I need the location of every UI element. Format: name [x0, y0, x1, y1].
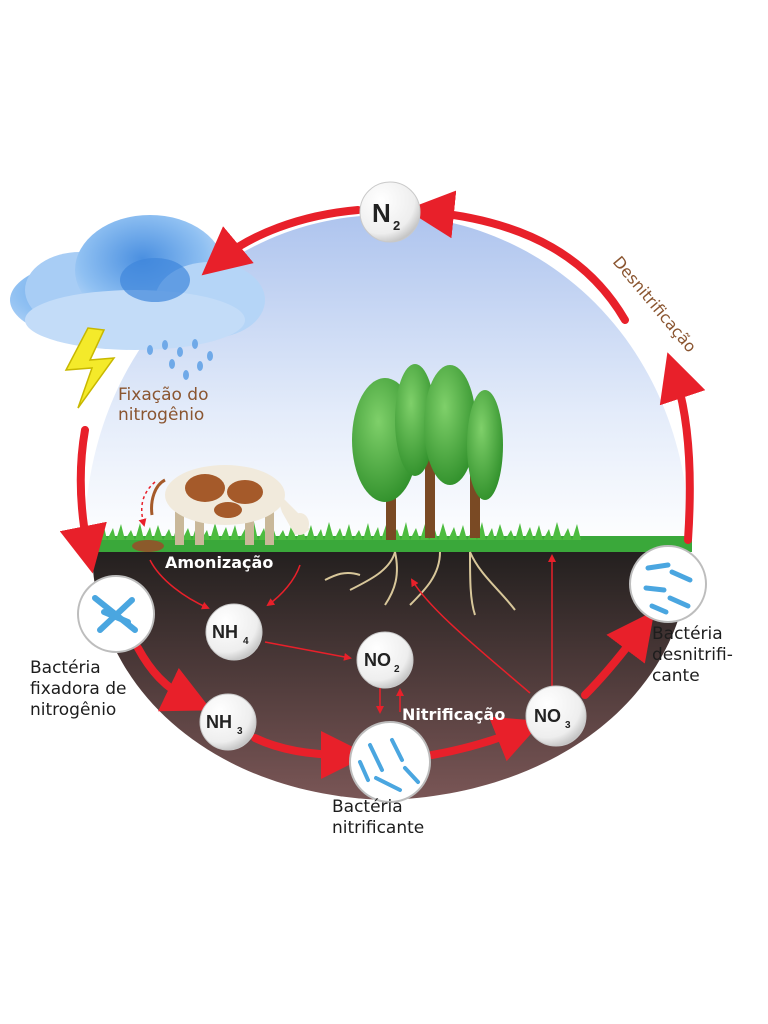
- nh4-node: NH 4: [205, 603, 263, 661]
- fixation-label-line2: nitrogênio: [118, 405, 204, 425]
- nh3-node: NH 3: [199, 693, 257, 751]
- roots: [324, 551, 516, 616]
- grass-strip: [88, 522, 692, 552]
- rain-cloud: [10, 215, 265, 350]
- nitrification-label: Nitrificação: [402, 705, 505, 724]
- fixation-label-line1: Fixação do: [118, 385, 209, 405]
- no3-subscript: 3: [565, 720, 571, 731]
- lightning-bolt-icon: [64, 327, 116, 409]
- no2-label: NO: [364, 650, 391, 670]
- raindrops: [147, 339, 213, 380]
- fixing-bacteria-label-line1: Bactéria: [30, 658, 101, 678]
- denitrifying-bacteria-label-line1: Bactéria: [652, 624, 723, 644]
- nitrifying-bacteria-label-line1: Bactéria: [332, 797, 403, 817]
- nitrifying-bacteria-label-line2: nitrificante: [332, 818, 424, 838]
- cycle-arrows: [59, 190, 706, 779]
- denitrifying-bacteria-label-line3: cante: [652, 666, 700, 686]
- cow: [150, 465, 310, 545]
- n2-subscript: 2: [393, 218, 400, 233]
- no2-node: NO 2: [356, 631, 414, 689]
- no3-node: NO 3: [525, 685, 587, 747]
- n2-label: N: [372, 198, 391, 228]
- cow-dung: [132, 540, 164, 552]
- denitrifying-bacteria-label-line2: desnitrifi-: [652, 645, 733, 665]
- ammonization-label: Amonização: [165, 553, 273, 572]
- trees: [352, 364, 503, 540]
- nh4-label: NH: [212, 622, 238, 642]
- fixing-bacteria-circle: [77, 575, 155, 653]
- dung-dashed-arrow: [138, 481, 156, 527]
- no2-subscript: 2: [394, 664, 400, 675]
- fixing-bacteria-label-line3: nitrogênio: [30, 700, 116, 720]
- nh4-subscript: 4: [243, 636, 249, 647]
- n2-node: N 2: [359, 181, 421, 243]
- no3-label: NO: [534, 706, 561, 726]
- internal-arrows: [149, 554, 556, 714]
- nh3-subscript: 3: [237, 726, 243, 737]
- nitrifying-bacteria-circle: [349, 721, 431, 803]
- nh3-label: NH: [206, 712, 232, 732]
- fixing-bacteria-label-line2: fixadora de: [30, 679, 126, 699]
- denitrifying-bacteria-circle: [629, 545, 707, 623]
